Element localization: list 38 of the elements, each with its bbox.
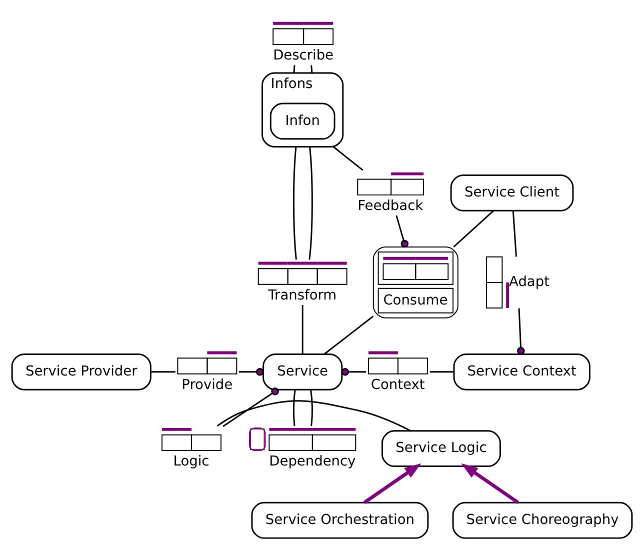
node-label: Adapt — [509, 274, 550, 290]
node-label: Dependency — [269, 453, 356, 470]
connector — [293, 389, 296, 426]
node-label: Transform — [268, 286, 337, 303]
connector — [517, 308, 525, 354]
connector — [150, 370, 176, 372]
connector — [217, 400, 412, 432]
connector — [222, 387, 279, 426]
connector — [293, 64, 296, 73]
node-label: Context — [370, 376, 425, 392]
connector — [396, 214, 409, 248]
node-label: Logic — [173, 453, 210, 470]
connector — [308, 146, 313, 260]
connector — [512, 210, 517, 256]
connector — [310, 389, 313, 426]
node-box: Consume — [372, 246, 458, 318]
arrow — [461, 462, 520, 504]
connector — [310, 64, 313, 73]
node-label: Describe — [273, 46, 334, 63]
connector — [302, 304, 304, 354]
node-box: Service Provider — [11, 352, 152, 390]
arrow — [363, 462, 422, 504]
node-box: Service — [262, 352, 343, 390]
connector — [293, 146, 297, 260]
node-label: Feedback — [358, 197, 424, 214]
node-box: Service Logic — [381, 430, 501, 467]
node-box: Service Orchestration — [251, 501, 429, 538]
connector — [238, 368, 264, 376]
node-box: Service Context — [453, 352, 590, 390]
node-box: Service Client — [450, 174, 574, 211]
node-box: Service Choreography — [452, 501, 633, 538]
connector — [430, 370, 454, 372]
connector — [453, 210, 494, 247]
connector — [324, 315, 374, 354]
connector — [341, 368, 366, 376]
connector — [332, 146, 364, 170]
node-box: Infon — [270, 102, 336, 140]
node-label: Provide — [182, 376, 233, 392]
